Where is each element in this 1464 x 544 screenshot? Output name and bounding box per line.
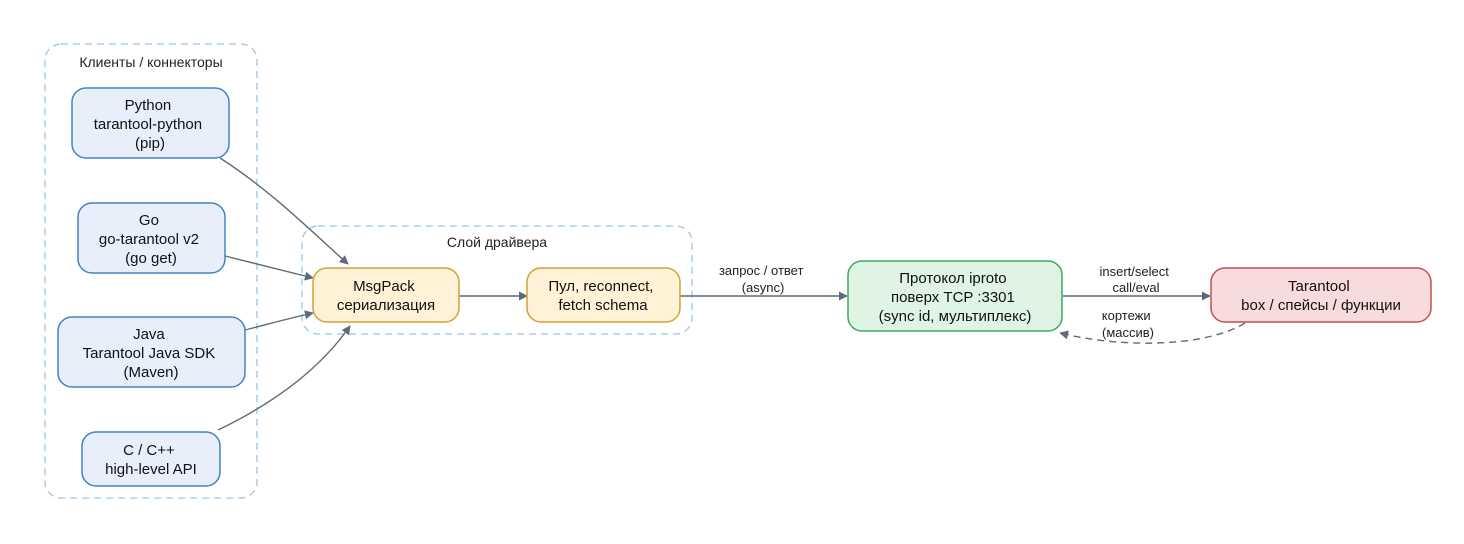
- edge-cpp-msgpack: [217, 325, 351, 431]
- cluster-driver-label: Слой драйвера: [447, 234, 547, 250]
- edges: [217, 157, 1246, 431]
- node-msgpack: MsgPack сериализация: [312, 267, 460, 323]
- svg-text:Tarantool box / спейсы /: Tarantool box / спейсы / функции: [1241, 278, 1401, 314]
- node-cpp: C / C++ high-level API: [81, 431, 221, 487]
- svg-text:Пул, reconnect, fetch sc: Пул, reconnect, fetch schema: [548, 278, 657, 314]
- edge-label-iproto-tarantool: insert/select call/eval: [1100, 264, 1173, 295]
- edge-python-msgpack: [219, 157, 349, 265]
- cluster-driver: Слой драйвера: [301, 225, 693, 335]
- svg-text:Java Tarantool Java SDK: Java Tarantool Java SDK (Maven): [83, 326, 220, 381]
- node-tarantool: Tarantool box / спейсы / функции: [1210, 267, 1432, 323]
- svg-text:Go go-tarantool v2: Go go-tarantool v2 (go get): [99, 212, 203, 267]
- svg-text:Python tarantool-python: Python tarantool-python (pip): [94, 97, 207, 152]
- svg-text:MsgPack сериализация: MsgPack сериализация: [337, 278, 435, 314]
- edge-tarantool-iproto: [1059, 322, 1246, 344]
- node-iproto: Протокол iproto поверх TCP :3301 (sync i…: [847, 260, 1063, 332]
- node-python: Python tarantool-python (pip): [71, 87, 230, 159]
- edge-go-msgpack: [224, 255, 314, 281]
- edge-label-pool-iproto: запрос / ответ (async): [719, 263, 807, 295]
- svg-text:C / C++ high-level API: C / C++ high-level API: [105, 442, 197, 478]
- node-pool: Пул, reconnect, fetch schema: [526, 267, 681, 323]
- edge-java-msgpack: [244, 310, 314, 331]
- cluster-clients: Клиенты / коннекторы: [44, 43, 258, 499]
- svg-text:Протокол iproto поверх T: Протокол iproto поверх TCP :3301 (sync i…: [879, 270, 1032, 325]
- node-java: Java Tarantool Java SDK (Maven): [57, 316, 246, 388]
- cluster-clients-label: Клиенты / коннекторы: [79, 54, 222, 70]
- edge-label-tarantool-iproto: кортежи (массив): [1102, 308, 1154, 340]
- node-go: Go go-tarantool v2 (go get): [77, 202, 226, 274]
